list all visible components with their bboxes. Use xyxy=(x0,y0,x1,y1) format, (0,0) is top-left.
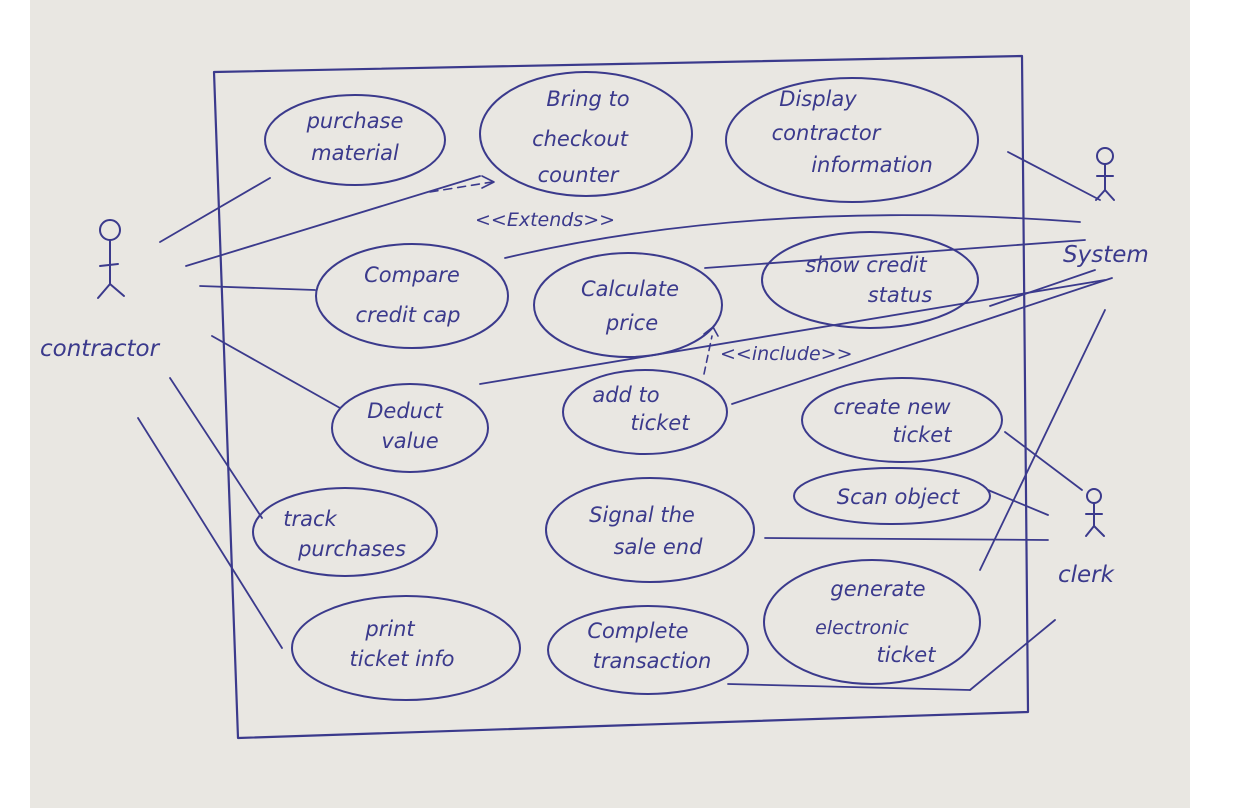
use-case-line: generate xyxy=(830,577,925,601)
use-case-line: transaction xyxy=(593,649,712,673)
use-case-line: status xyxy=(868,283,933,307)
paper-sheet xyxy=(30,0,1190,808)
use-case-line: information xyxy=(811,153,933,177)
use-case-line: ticket xyxy=(893,423,953,447)
use-case-line: Deduct xyxy=(367,399,443,423)
use-case-line: electronic xyxy=(815,617,909,639)
use-case-display-contractor-info: Display contractor information xyxy=(725,77,979,203)
use-case-generate-electronic-ticket: generate electronic ticket xyxy=(763,559,981,685)
use-case-line: ticket xyxy=(877,643,937,667)
use-case-line: price xyxy=(605,311,658,335)
use-case-add-to-ticket: add to ticket xyxy=(562,369,728,455)
use-case-line: value xyxy=(381,429,438,453)
use-case-line: Compare xyxy=(364,263,460,287)
actor-system xyxy=(1095,147,1115,201)
extends-arrowhead xyxy=(481,175,495,189)
actor-contractor xyxy=(97,219,125,299)
use-case-line: add to xyxy=(592,383,659,407)
use-case-line: print xyxy=(364,617,415,641)
use-case-line: Bring to xyxy=(546,87,629,111)
use-case-line: sale end xyxy=(614,535,703,559)
use-case-compare-credit-cap: Compare credit cap xyxy=(315,243,509,349)
use-case-line: Signal the xyxy=(589,503,695,527)
include-dependency xyxy=(703,335,713,375)
include-label: <<include>> xyxy=(720,343,853,365)
use-case-line: create new xyxy=(833,395,951,419)
actor-label-system: System xyxy=(1063,242,1149,268)
use-case-line: ticket xyxy=(631,411,691,435)
use-case-line: purchases xyxy=(297,537,406,561)
use-case-line: Calculate xyxy=(581,277,679,301)
use-case-scan-object: Scan object xyxy=(793,467,991,525)
use-case-print-ticket-info: print ticket info xyxy=(291,595,521,701)
use-case-track-purchases: track purchases xyxy=(252,487,438,577)
use-case-deduct-value: Deduct value xyxy=(331,383,489,473)
use-case-line: track xyxy=(283,507,337,531)
use-case-complete-transaction: Complete transaction xyxy=(547,605,749,695)
use-case-line: counter xyxy=(538,163,620,187)
use-case-line: purchase xyxy=(306,109,404,133)
use-case-line: Display xyxy=(779,87,857,111)
actor-clerk xyxy=(1085,488,1105,537)
use-case-line: contractor xyxy=(772,121,882,145)
actor-label-clerk: clerk xyxy=(1058,562,1116,588)
use-case-show-credit-status: show credit status xyxy=(761,231,979,329)
use-case-create-new-ticket: create new ticket xyxy=(801,377,1003,463)
use-case-calculate-price: Calculate price xyxy=(533,252,723,358)
use-case-line: material xyxy=(311,141,399,165)
use-case-purchase-material: purchase material xyxy=(264,94,446,186)
actor-label-contractor: contractor xyxy=(40,336,161,362)
use-case-line: Complete xyxy=(587,619,688,643)
use-case-line: show credit xyxy=(805,253,927,277)
extends-dependency xyxy=(429,181,493,193)
system-boundary xyxy=(212,54,1030,740)
use-case-line: credit cap xyxy=(356,303,461,327)
use-case-line: ticket info xyxy=(350,647,455,671)
use-case-line: checkout xyxy=(532,127,629,151)
extends-label: <<Extends>> xyxy=(475,209,615,231)
use-case-line: Scan object xyxy=(837,485,960,509)
use-case-signal-sale-end: Signal the sale end xyxy=(545,477,755,583)
use-case-bring-to-checkout: Bring to checkout counter xyxy=(479,71,693,197)
association-lines xyxy=(137,151,1113,691)
